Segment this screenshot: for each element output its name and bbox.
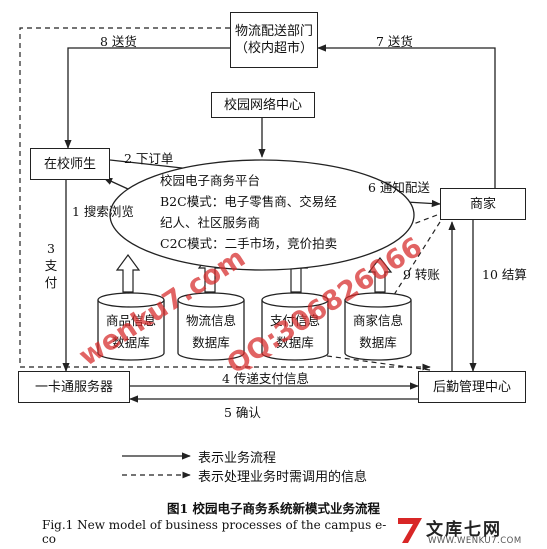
merchant-box: 商家 bbox=[440, 188, 526, 220]
edge-4-label: 4 传递支付信息 bbox=[222, 371, 309, 386]
figure-caption-cn: 图1 校园电子商务系统新模式业务流程 bbox=[166, 501, 381, 516]
card-server-box: 一卡通服务器 bbox=[18, 371, 130, 403]
card-server-label: 一卡通服务器 bbox=[34, 379, 113, 395]
platform-ellipse bbox=[109, 159, 415, 271]
database-cylinder bbox=[97, 300, 165, 361]
teachers-students-box: 在校师生 bbox=[30, 148, 110, 180]
database-cylinder-top bbox=[177, 292, 245, 308]
db-up-arrow bbox=[115, 253, 141, 293]
legend-dashed-label: 表示处理业务时需调用的信息 bbox=[198, 470, 368, 485]
logo-text-url: WWW.WENKU7.COM bbox=[428, 536, 522, 546]
database-label-logistics: 物流信息数据库 bbox=[185, 313, 236, 350]
network-center-label: 校园网络中心 bbox=[223, 97, 302, 113]
edge-8-line bbox=[64, 47, 230, 149]
wenku-logo: 文库七网 WWW.WENKU7.COM bbox=[396, 515, 546, 549]
logistics-department-label: 物流配送部门（校内超市） bbox=[235, 24, 314, 56]
database-label-merchant: 商家信息数据库 bbox=[352, 313, 403, 350]
info-flow-outer-dashed bbox=[19, 27, 431, 371]
edge-1-label: 1 搜索浏览 bbox=[72, 204, 134, 219]
database-cylinder bbox=[344, 300, 412, 361]
edge-10-label: 10 结算 bbox=[482, 267, 527, 282]
edge-6-label: 6 通知配送 bbox=[368, 180, 430, 195]
edge-9-label: 9 转账 bbox=[403, 267, 440, 282]
platform-line-2: B2C模式：电子零售商、交易经 bbox=[160, 194, 337, 209]
figure-caption-en: Fig.1 New model of business processes of… bbox=[42, 518, 387, 546]
database-cylinder bbox=[261, 300, 329, 361]
database-label-payment: 支付信息数据库 bbox=[269, 313, 320, 350]
teachers-students-label: 在校师生 bbox=[43, 156, 96, 172]
logistics-center-label: 后勤管理中心 bbox=[432, 379, 511, 395]
logistics-department-box: 物流配送部门（校内超市） bbox=[230, 12, 318, 68]
logo-seven-icon bbox=[398, 518, 422, 543]
platform-line-3: 纪人、社区服务商 bbox=[160, 215, 261, 230]
database-cylinder-top bbox=[97, 292, 165, 308]
database-label-product: 商品信息数据库 bbox=[105, 313, 156, 350]
db-up-arrow bbox=[367, 257, 393, 293]
logistics-center-box: 后勤管理中心 bbox=[418, 371, 526, 403]
platform-line-1: 校园电子商务平台 bbox=[160, 173, 261, 188]
merchant-label: 商家 bbox=[469, 196, 496, 212]
legend-solid-label: 表示业务流程 bbox=[198, 451, 277, 466]
edge-7-line bbox=[317, 44, 496, 188]
edge-7-label: 7 送货 bbox=[376, 34, 413, 49]
database-cylinder-top bbox=[344, 292, 412, 308]
edge-2-label: 2 下订单 bbox=[124, 151, 174, 166]
database-cylinder bbox=[177, 300, 245, 361]
logo-text-cn: 文库七网 bbox=[426, 520, 502, 540]
network-center-box: 校园网络中心 bbox=[211, 92, 315, 118]
edge-8-label: 8 送货 bbox=[100, 34, 137, 49]
database-cylinder-top bbox=[261, 292, 329, 308]
edge-5-label: 5 确认 bbox=[224, 405, 261, 420]
info-flow-payment-dashed bbox=[391, 221, 441, 299]
platform-line-4: C2C模式：二手市场，竞价拍卖 bbox=[160, 236, 338, 251]
